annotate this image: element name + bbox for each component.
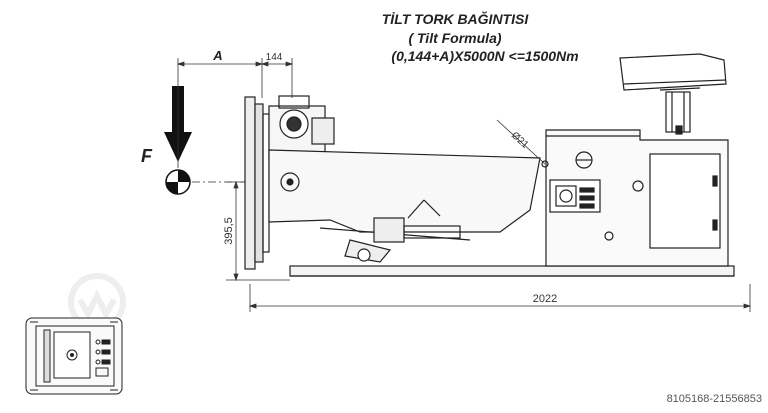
dimension-height: [226, 180, 290, 282]
title-line-3: (0,144+A)X5000N <=1500Nm: [391, 48, 578, 64]
force-label: F: [141, 146, 153, 166]
top-view-thumbnail: [25, 317, 123, 395]
dimension-diameter: [496, 119, 546, 165]
title-line-2: ( Tilt Formula): [408, 30, 501, 46]
dim-offset-label: 144: [266, 52, 283, 63]
dimension-top: [176, 58, 294, 168]
dim-height-label: 395,5: [223, 217, 235, 245]
title-line-1: TİLT TORK BAĞINTISI: [382, 10, 530, 27]
dim-length-label: 2022: [533, 293, 557, 305]
dimension-length: [248, 284, 752, 312]
dim-a-label: A: [212, 48, 222, 63]
center-of-gravity-icon: [165, 169, 191, 195]
watermark-id: 8105168-21556853: [667, 393, 762, 405]
positioner-machine: [244, 53, 735, 277]
